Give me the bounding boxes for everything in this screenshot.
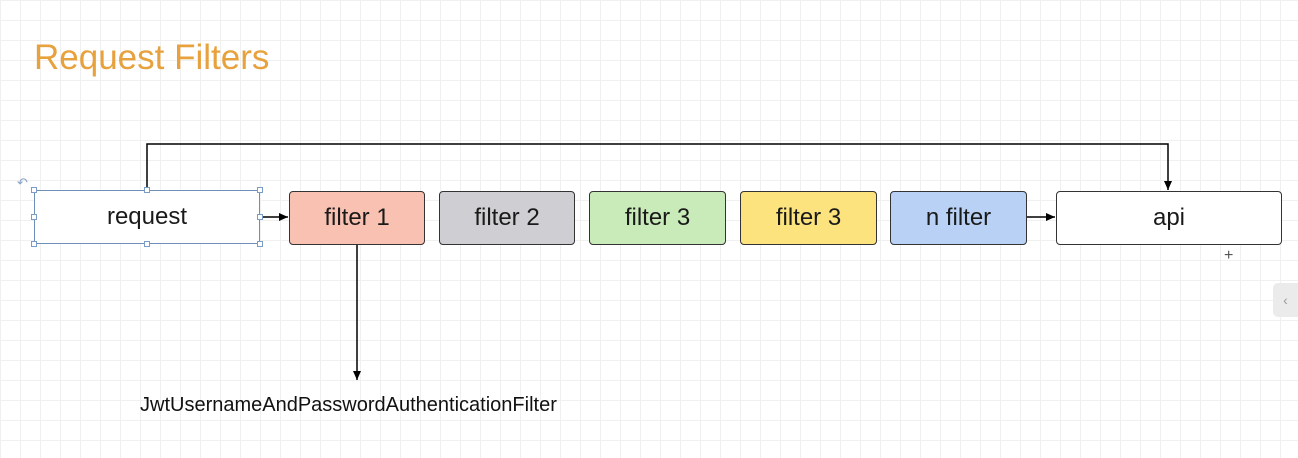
api-node[interactable]: api	[1056, 191, 1282, 245]
filter-3-node[interactable]: filter 3	[589, 191, 726, 245]
add-icon[interactable]: +	[1224, 247, 1234, 264]
n-filter-node[interactable]: n filter	[890, 191, 1027, 245]
chevron-left-icon: ‹	[1283, 292, 1288, 308]
annotation-label: JwtUsernameAndPasswordAuthenticationFilt…	[140, 394, 557, 416]
filter-1-node-label: filter 1	[324, 204, 390, 231]
filter-3-second-node[interactable]: filter 3	[740, 191, 877, 245]
filter-3-node-label: filter 3	[624, 204, 691, 231]
resize-handle-middle-right[interactable]	[257, 214, 263, 220]
request-node[interactable]: request	[34, 190, 260, 244]
filter-2-node-label: filter 2	[474, 204, 540, 231]
diagram-title: Request Filters	[34, 38, 270, 77]
api-node-label: api	[1152, 204, 1186, 231]
panel-collapse-tab[interactable]: ‹	[1273, 283, 1298, 317]
resize-handle-top-right[interactable]	[257, 187, 263, 193]
filter-2-node[interactable]: filter 2	[439, 191, 575, 245]
resize-handle-bottom-right[interactable]	[257, 241, 263, 247]
resize-handle-top-center[interactable]	[144, 187, 150, 193]
resize-handle-bottom-center[interactable]	[144, 241, 150, 247]
request-node-label: request	[106, 203, 188, 230]
resize-handle-bottom-left[interactable]	[31, 241, 37, 247]
connector-request-to-api	[146, 143, 1172, 190]
filter-3-second-node-label: filter 3	[775, 204, 842, 231]
resize-handle-middle-left[interactable]	[31, 214, 37, 220]
n-filter-node-label: n filter	[925, 204, 992, 231]
resize-handle-top-left[interactable]	[31, 187, 37, 193]
rotate-icon[interactable]: ↶	[17, 175, 28, 190]
filter-1-node[interactable]: filter 1	[289, 191, 425, 245]
